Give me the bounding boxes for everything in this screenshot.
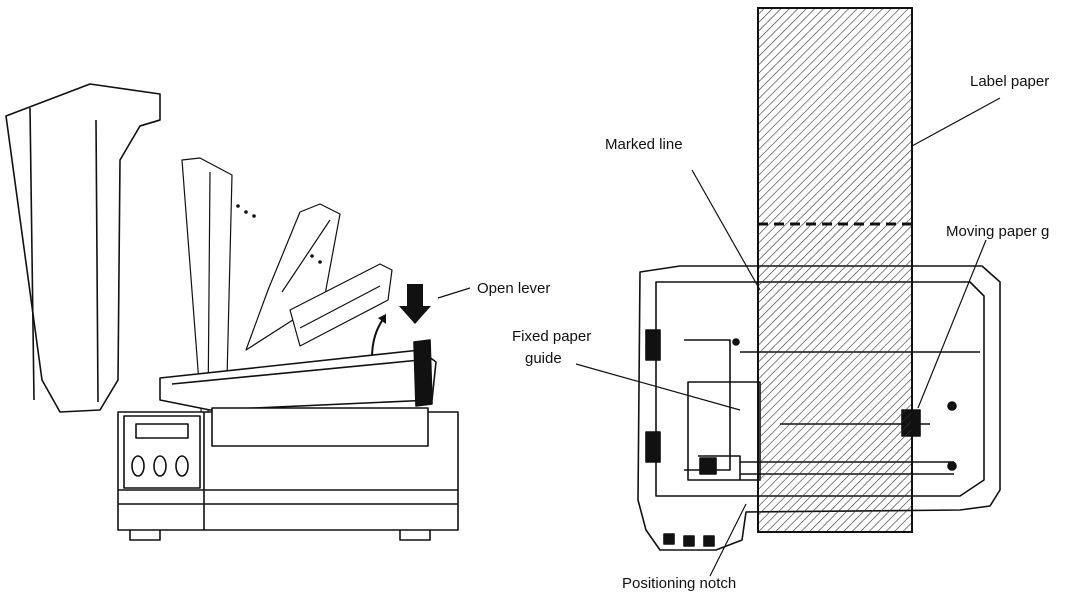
ghost-head-positions: [181, 157, 393, 423]
label-open-lever: Open lever: [477, 280, 551, 297]
label-moving-paper-guide: Moving paper g: [946, 223, 1050, 240]
open-lever-leader: [437, 287, 471, 299]
lift-arrow: [371, 317, 385, 359]
leader-lines: [575, 97, 1001, 577]
control-panel: [123, 415, 201, 489]
down-arrow: [399, 284, 431, 324]
label-positioning-notch: Positioning notch: [622, 575, 737, 592]
open-lever: [413, 339, 433, 407]
label-label-paper: Label paper: [970, 73, 1050, 90]
opened-top-cover: [5, 83, 161, 413]
left-printer-illustration: [5, 83, 459, 541]
label-marked-line: Marked line: [605, 136, 683, 153]
label-fixed-paper-guide-line1: Fixed paper: [512, 328, 592, 345]
label-fixed-paper-guide-line2: guide: [525, 350, 562, 367]
label-paper: [757, 7, 913, 533]
